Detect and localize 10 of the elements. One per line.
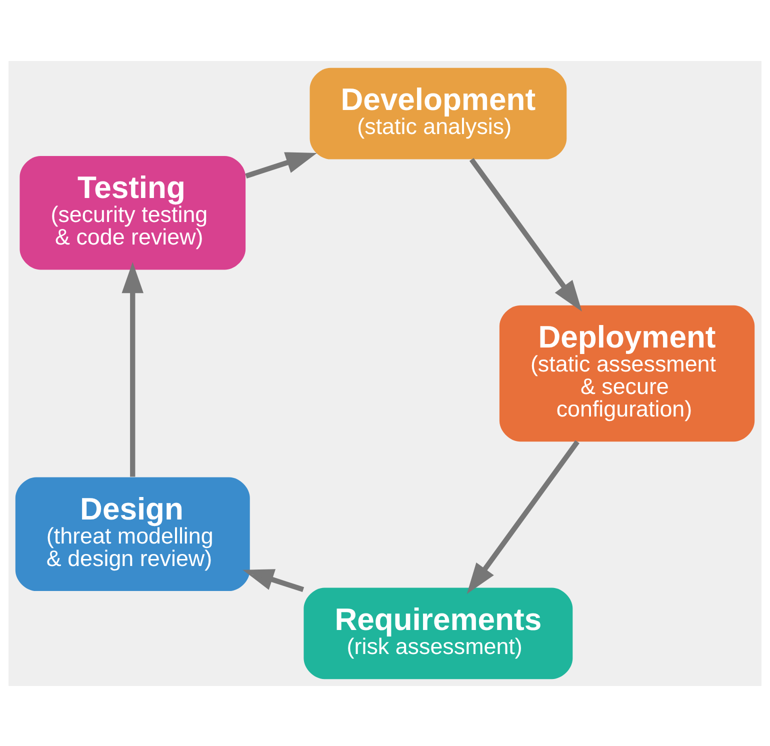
arrow — [245, 152, 318, 178]
arrow — [242, 568, 304, 592]
arrow — [122, 261, 144, 476]
node-box: Design (threat modelling & design review) — [15, 476, 250, 591]
node-box: Testing (security testing & code review) — [20, 155, 246, 270]
arrow — [469, 157, 582, 311]
node-box: Development (static analysis) — [310, 67, 567, 159]
node-box: Deployment (static assessment & secure configuration) — [499, 304, 755, 442]
node-box: Requirements (risk assessment) — [304, 587, 573, 679]
arrow — [466, 440, 580, 594]
